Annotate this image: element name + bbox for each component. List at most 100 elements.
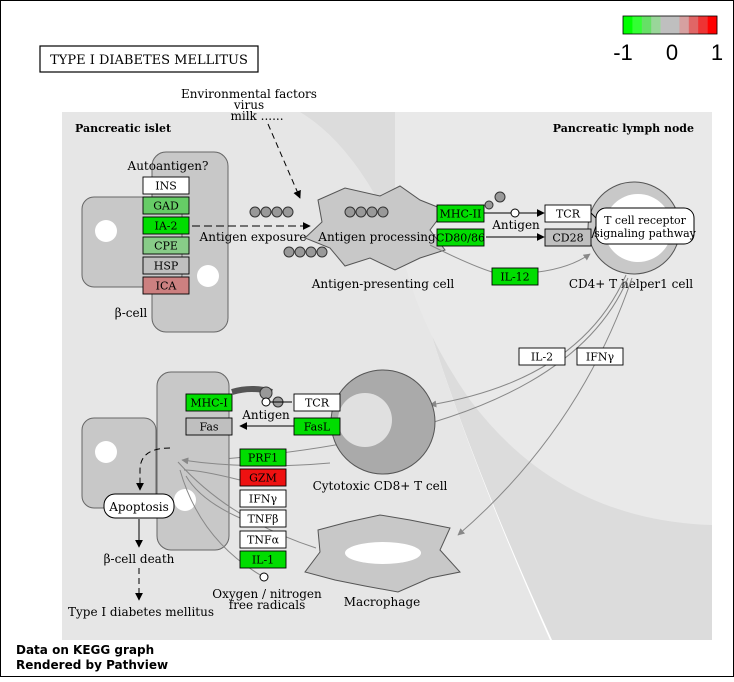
gene-node-ia2[interactable]: IA-2 <box>142 216 190 235</box>
gene-node-il1[interactable]: IL-1 <box>239 550 287 569</box>
gene-node-label: TCR <box>556 208 581 221</box>
cytotoxic-cell-nucleus <box>338 393 392 447</box>
gene-node-box[interactable] <box>239 468 287 487</box>
gene-node-box[interactable] <box>185 417 233 436</box>
gene-node-gad[interactable]: GAD <box>142 196 190 215</box>
gene-node-label: INS <box>155 180 177 193</box>
gene-node-box[interactable] <box>142 256 190 275</box>
gene-node-cpe[interactable]: CPE <box>142 236 190 255</box>
legend-cell <box>651 16 661 34</box>
gene-node-label: CPE <box>154 240 178 253</box>
label-milk: milk ...... <box>230 109 283 123</box>
antigen-dot-1 <box>510 208 520 218</box>
legend-cell <box>632 16 643 34</box>
gene-node-box[interactable] <box>518 347 566 366</box>
gene-node-mhc1[interactable]: MHC-I <box>185 393 233 412</box>
gene-node-box[interactable] <box>185 393 233 412</box>
label-antigen-2: Antigen <box>241 408 290 422</box>
legend-cell <box>707 16 718 34</box>
label-oxygen-1: Oxygen / nitrogen <box>212 587 322 601</box>
gene-nodes: INSGADIA-2CPEHSPICAMHC-IICD80/86TCRCD28I… <box>142 176 624 569</box>
gene-node-label: TNFβ <box>248 513 279 526</box>
color-legend: -1 0 1 <box>613 15 723 65</box>
gene-node-gzm[interactable]: GZM <box>239 468 287 487</box>
label-oxygen-2: free radicals <box>229 598 305 612</box>
gene-node-box[interactable] <box>142 236 190 255</box>
legend-cell <box>698 16 708 34</box>
gene-node-box[interactable] <box>436 228 485 247</box>
antigen-particles-2 <box>283 246 328 258</box>
gene-node-label: HSP <box>154 260 179 273</box>
macrophage-to-beta-arrow <box>177 461 317 549</box>
gene-node-box[interactable] <box>544 228 592 247</box>
gene-node-label: IL-2 <box>531 351 553 364</box>
gene-node-cd28[interactable]: CD28 <box>544 228 592 247</box>
tcr-pathway-link <box>590 212 597 219</box>
antigen-presenting-cell-shape <box>304 185 446 271</box>
gene-node-ica[interactable]: ICA <box>142 276 190 295</box>
label-t1dm: Type I diabetes mellitus <box>68 605 214 619</box>
gene-node-label: CD80/86 <box>436 232 485 245</box>
gene-node-tcr2[interactable]: TCR <box>293 393 341 412</box>
gene-node-box[interactable] <box>491 267 539 286</box>
gene-node-box[interactable] <box>142 216 190 235</box>
gene-node-label: IFNγ <box>249 493 278 506</box>
gene-node-label: Fas <box>199 421 218 434</box>
gene-node-cd80[interactable]: CD80/86 <box>436 228 485 247</box>
gene-node-ins[interactable]: INS <box>142 176 190 195</box>
label-virus: virus <box>233 98 264 112</box>
gene-node-box[interactable] <box>544 204 592 223</box>
gene-node-mhc2[interactable]: MHC-II <box>436 204 485 223</box>
legend-tick-min: -1 <box>613 40 633 65</box>
footer-line-1: Data on KEGG graph <box>16 643 155 657</box>
gene-node-label: GAD <box>153 200 179 213</box>
gene-node-box[interactable] <box>576 347 624 366</box>
label-tcr-pathway-1: T cell receptor <box>604 214 687 227</box>
gene-node-label: ICA <box>156 280 178 293</box>
gene-node-box[interactable] <box>293 393 341 412</box>
gene-node-box[interactable] <box>142 276 190 295</box>
gene-node-il12[interactable]: IL-12 <box>491 267 539 286</box>
gene-node-ifng1[interactable]: IFNγ <box>576 347 624 366</box>
antigen-particles-4 <box>484 191 506 210</box>
gene-node-il2[interactable]: IL-2 <box>518 347 566 366</box>
gene-node-fas[interactable]: Fas <box>185 417 233 436</box>
gene-node-tcr1[interactable]: TCR <box>544 204 592 223</box>
effector-link-2 <box>185 475 241 519</box>
beta-cell-nucleus <box>95 220 117 242</box>
gene-node-label: IL-12 <box>500 271 529 284</box>
gene-node-box[interactable] <box>239 448 287 467</box>
gene-node-box[interactable] <box>239 489 287 508</box>
gene-node-tnfa[interactable]: TNFα <box>239 530 287 549</box>
label-antigen-processing: Antigen processing <box>317 230 436 244</box>
gene-node-box[interactable] <box>293 417 341 436</box>
gene-node-box[interactable] <box>142 176 190 195</box>
beta-cell-vesicle <box>197 265 219 287</box>
title-box <box>39 45 259 73</box>
label-tcr-pathway-2: signaling pathway <box>594 227 697 240</box>
gene-node-label: TNFα <box>247 534 280 547</box>
gene-node-box[interactable] <box>239 509 287 528</box>
legend-tick-zero: 0 <box>666 40 678 65</box>
legend-cell <box>688 16 699 34</box>
gene-node-box[interactable] <box>436 204 485 223</box>
legend-border <box>622 15 718 35</box>
gene-node-box[interactable] <box>142 196 190 215</box>
gene-node-box[interactable] <box>239 530 287 549</box>
gene-node-label: TCR <box>305 397 330 410</box>
gene-node-label: MHC-I <box>190 397 227 410</box>
label-antigen-presenting-cell: Antigen-presenting cell <box>311 277 455 291</box>
gene-node-fasl[interactable]: FasL <box>293 417 341 436</box>
gene-node-tnfb[interactable]: TNFβ <box>239 509 287 528</box>
gene-node-hsp[interactable]: HSP <box>142 256 190 275</box>
apc-il12-link <box>429 244 493 273</box>
apoptosis-node[interactable] <box>103 493 175 519</box>
gene-node-box[interactable] <box>239 550 287 569</box>
gene-node-ifng2[interactable]: IFNγ <box>239 489 287 508</box>
gene-node-label: FasL <box>304 421 331 434</box>
gene-node-label: PRF1 <box>248 452 278 465</box>
gene-node-prf1[interactable]: PRF1 <box>239 448 287 467</box>
antigen-particles-3 <box>344 206 389 218</box>
legend-cell <box>623 16 633 34</box>
label-antigen-1: Antigen <box>491 218 540 232</box>
